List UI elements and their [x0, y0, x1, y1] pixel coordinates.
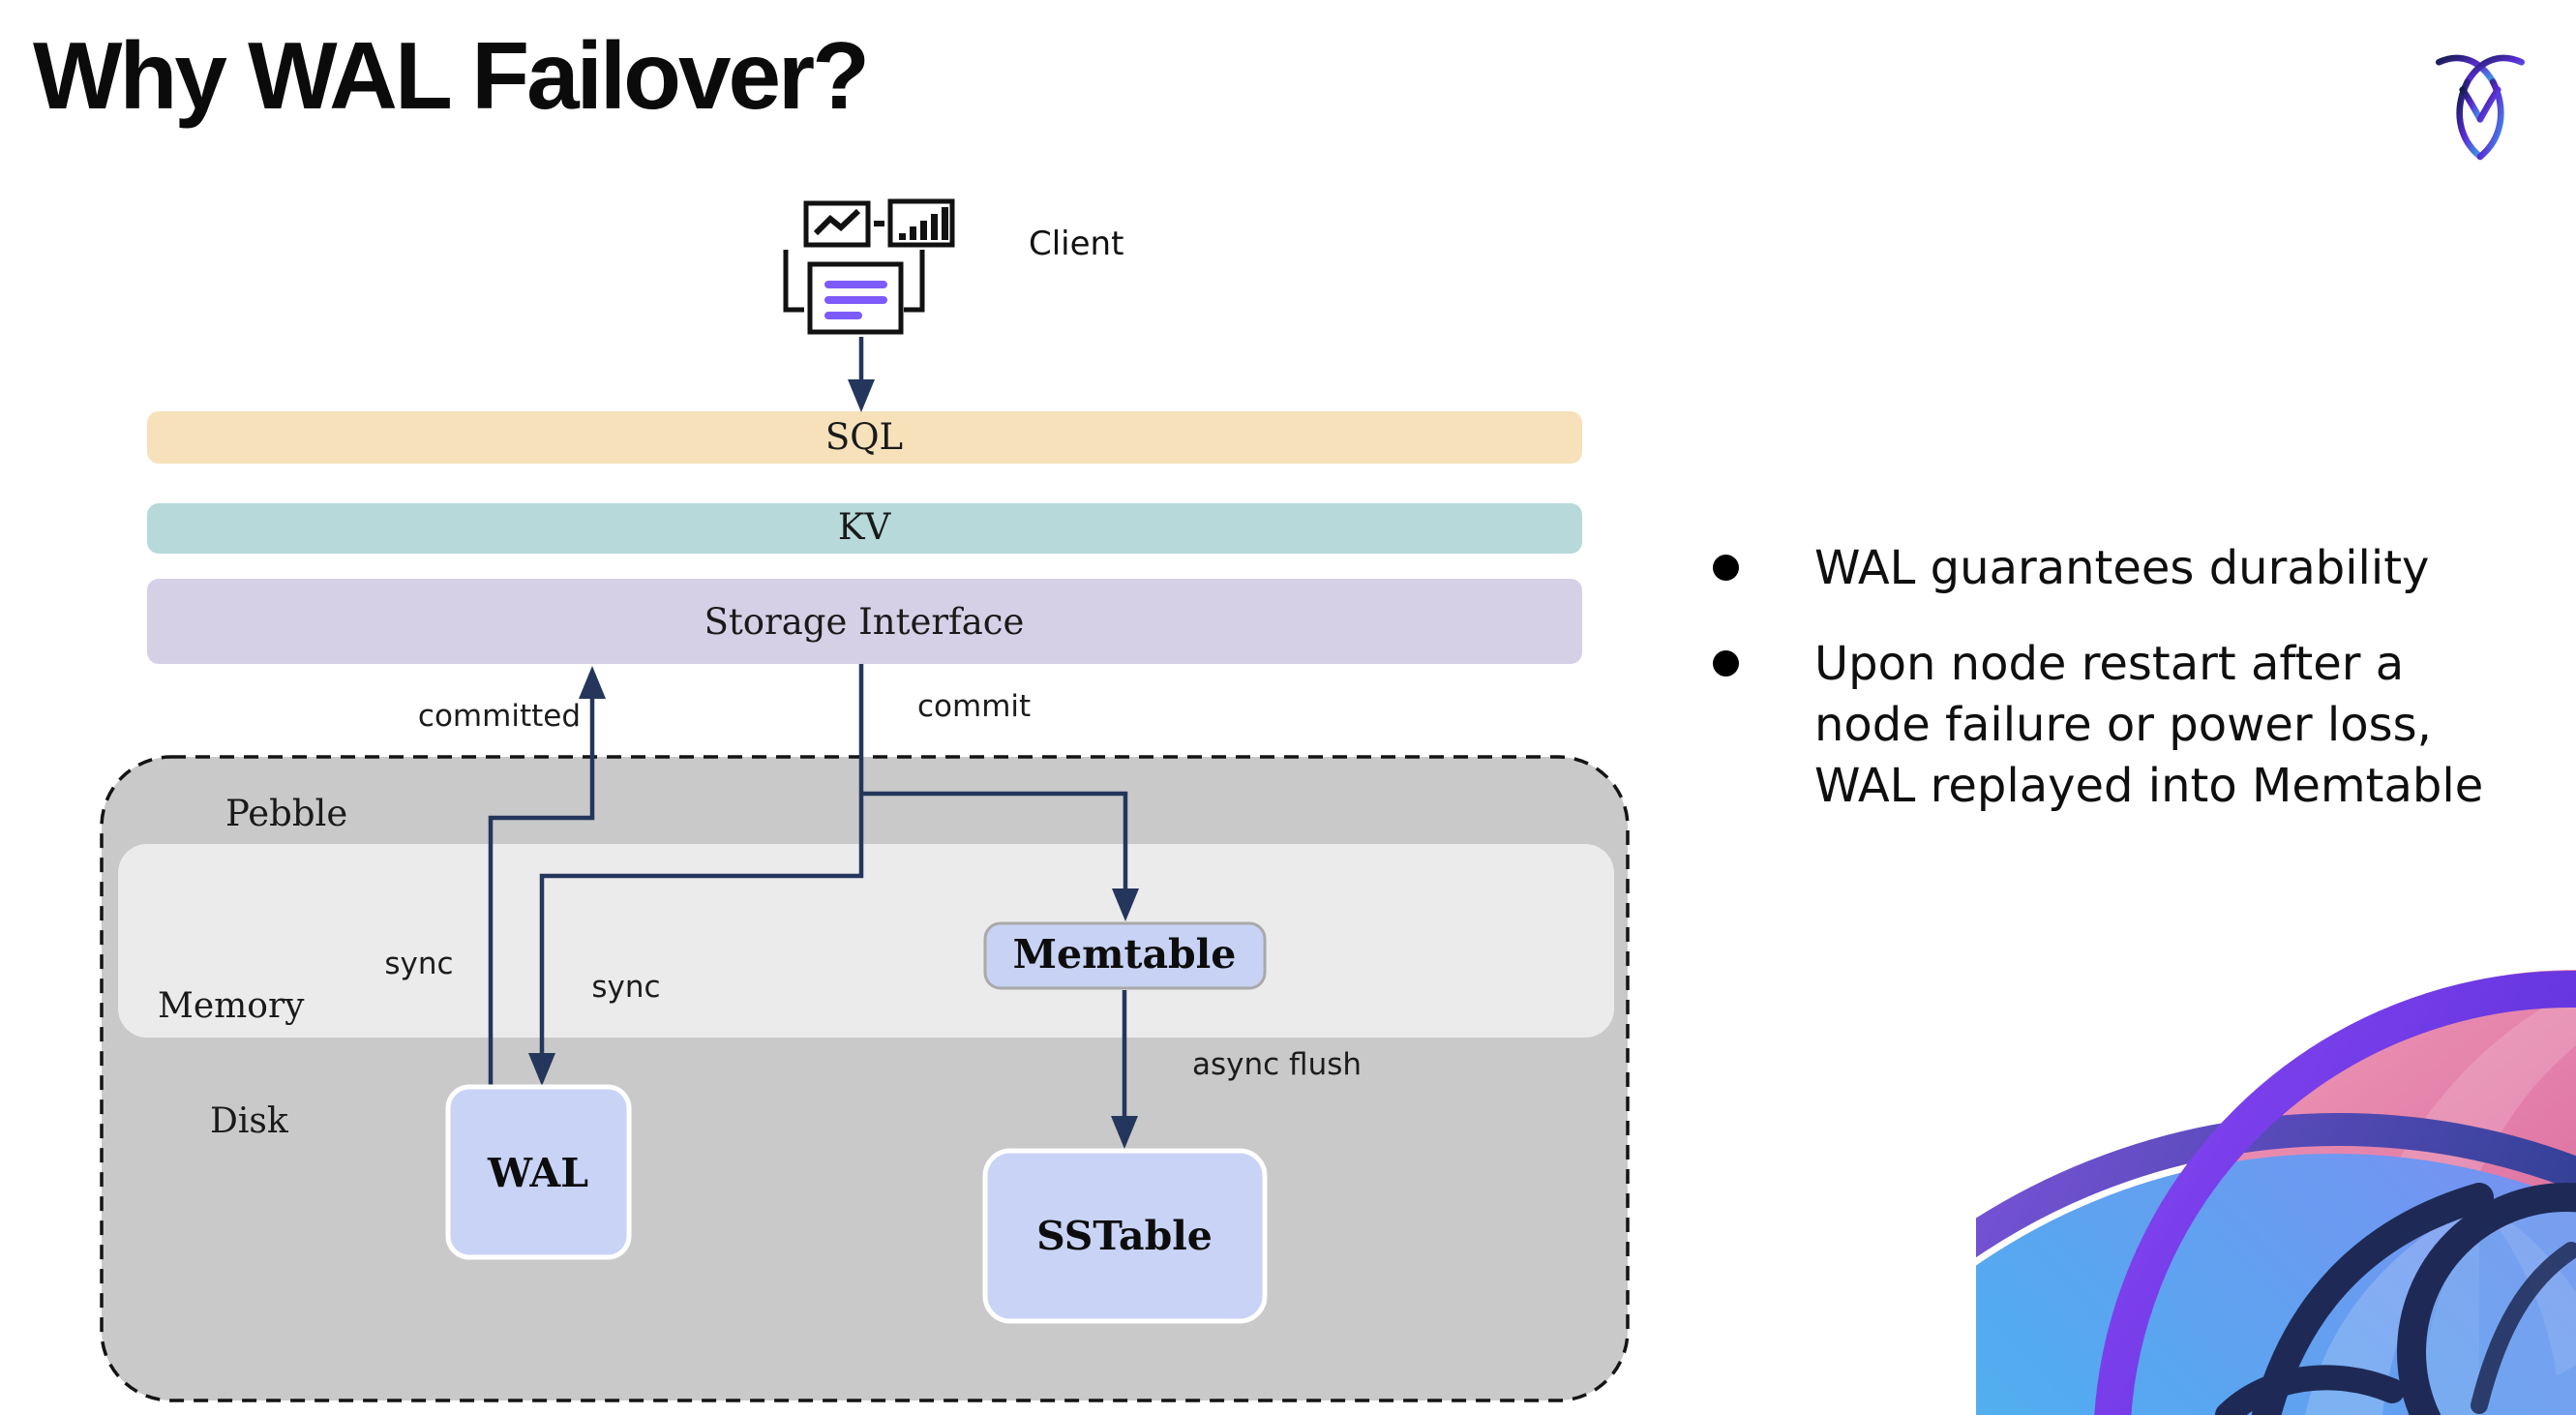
bullet-list: WAL guarantees durability Upon node rest… [1713, 538, 2576, 852]
bullet-icon [1713, 650, 1739, 677]
wal-node [445, 1084, 632, 1260]
bullet-line: WAL guarantees durability [1814, 541, 2430, 595]
client-monitor-charts-icon [783, 198, 955, 335]
cockroachdb-logo-icon [2435, 54, 2526, 161]
sync-right-edge-label: sync [591, 970, 660, 1005]
async-flush-edge-label: async flush [1192, 1047, 1362, 1082]
disk-label: Disk [210, 1101, 289, 1141]
memory-band [118, 844, 1614, 1038]
memory-label: Memory [158, 986, 305, 1026]
sql-layer-bar [147, 411, 1582, 464]
storage-interface-bar [147, 579, 1582, 664]
layer-bars: SQL KV Storage Interface [147, 411, 1582, 664]
sync-left-edge-label: sync [384, 947, 453, 981]
committed-edge-label: committed [418, 699, 581, 734]
bullet-line: Upon node restart after a [1814, 637, 2405, 691]
commit-edge-label: commit [917, 689, 1031, 724]
memtable-node [983, 921, 1267, 990]
memtable-node-label: Memtable [1013, 931, 1237, 978]
client-label: Client [1029, 225, 1123, 263]
sstable-node-label: SSTable [1036, 1213, 1213, 1259]
bullet-line: WAL replayed into Memtable [1814, 759, 2484, 813]
cockroachdb-brand-art [1976, 970, 2576, 1415]
diagram-arrowheads [528, 379, 1139, 1149]
list-item: Upon node restart after a node failure o… [1713, 634, 2576, 817]
list-item: WAL guarantees durability [1713, 538, 2576, 599]
sstable-node [982, 1148, 1268, 1324]
bullet-icon [1713, 555, 1739, 581]
pebble-label: Pebble [225, 793, 347, 834]
sql-layer-label: SQL [825, 416, 903, 458]
storage-interface-label: Storage Interface [704, 601, 1025, 643]
diagram-arrows [488, 337, 1128, 1118]
page-title: Why WAL Failover? [33, 22, 870, 129]
kv-layer-label: KV [838, 506, 892, 548]
kv-layer-bar [147, 503, 1582, 554]
wal-node-label: WAL [487, 1150, 588, 1196]
bullet-line: node failure or power loss, [1814, 698, 2432, 752]
